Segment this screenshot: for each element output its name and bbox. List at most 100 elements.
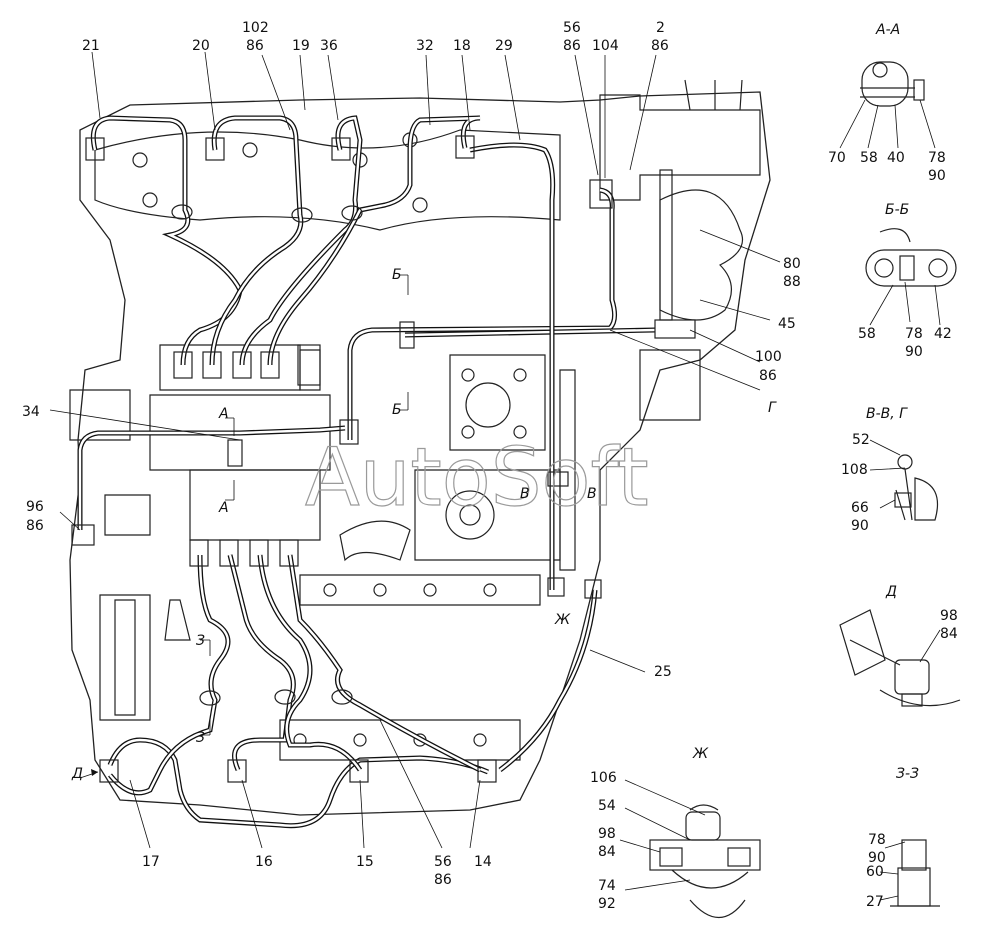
detail-section-vv-g xyxy=(869,439,939,521)
detail-view-zh xyxy=(619,779,761,918)
callout-zh-106: 106 xyxy=(590,770,617,786)
callout-bb-58: 58 xyxy=(858,326,876,342)
pipe-18-core xyxy=(348,188,616,440)
section-mark-b-bottom: Б xyxy=(392,402,402,418)
callout-aa-78: 78 xyxy=(928,150,946,166)
pipe-34-core xyxy=(78,426,346,530)
callout-16: 16 xyxy=(255,854,273,870)
callout-21: 21 xyxy=(82,38,100,54)
callout-zh-84: 84 xyxy=(598,844,616,860)
callout-29: 29 xyxy=(495,38,513,54)
leader-lines xyxy=(49,51,781,849)
callout-14: 14 xyxy=(474,854,492,870)
callout-zh-92: 92 xyxy=(598,896,616,912)
pipe-20 xyxy=(209,115,304,366)
section-labels: А-А Б-Б В-В, Г Д Ж З-З Б Б А А В В Г Ж З… xyxy=(71,22,919,782)
pipe-15-core xyxy=(258,554,361,771)
callout-aa-70: 70 xyxy=(828,150,846,166)
pipe-56-core xyxy=(288,554,481,772)
callout-102: 102 xyxy=(242,20,269,36)
callout-bb-78: 78 xyxy=(905,326,923,342)
section-markers xyxy=(79,274,409,779)
watermark: AutoSoft xyxy=(305,431,649,524)
callout-aa-90: 90 xyxy=(928,168,946,184)
pipe-32-core xyxy=(268,116,481,366)
section-mark-z-top: З xyxy=(196,633,205,649)
callout-80: 80 xyxy=(783,256,801,272)
callout-z-27: 27 xyxy=(866,894,884,910)
callout-z-78: 78 xyxy=(868,832,886,848)
callout-z-90: 90 xyxy=(868,850,886,866)
pipe-17-core xyxy=(109,554,230,795)
callout-bb-42: 42 xyxy=(934,326,952,342)
section-mark-a-bottom: А xyxy=(218,500,229,516)
callout-vv-108: 108 xyxy=(841,462,868,478)
callout-2: 2 xyxy=(656,20,665,36)
section-title-d: Д xyxy=(885,584,897,600)
callout-100: 100 xyxy=(755,349,782,365)
detail-section-aa xyxy=(839,61,936,149)
pipe-14-core xyxy=(108,738,489,827)
detail-view-d xyxy=(839,609,961,707)
pipe-21-core xyxy=(92,116,242,366)
callout-aa-58: 58 xyxy=(860,150,878,166)
callout-88: 88 xyxy=(783,274,801,290)
pipe-36-core xyxy=(240,116,362,366)
callout-32: 32 xyxy=(416,38,434,54)
callout-86-f: 86 xyxy=(434,872,452,888)
callout-d-98: 98 xyxy=(940,608,958,624)
callout-aa-40: 40 xyxy=(887,150,905,166)
callout-96: 96 xyxy=(26,499,44,515)
section-title-aa: А-А xyxy=(875,22,900,38)
callout-45: 45 xyxy=(778,316,796,332)
section-mark-a-top: А xyxy=(218,406,229,422)
callout-86-e: 86 xyxy=(26,518,44,534)
fuel-pipes xyxy=(77,115,656,829)
callout-36: 36 xyxy=(320,38,338,54)
callout-86-c: 86 xyxy=(651,38,669,54)
callout-20: 20 xyxy=(192,38,210,54)
section-mark-g: Г xyxy=(768,400,777,416)
section-mark-v-right: В xyxy=(587,486,597,502)
callout-17: 17 xyxy=(142,854,160,870)
callout-86-a: 86 xyxy=(246,38,264,54)
section-title-zh: Ж xyxy=(692,746,709,762)
callout-zh-54: 54 xyxy=(598,798,616,814)
callout-19: 19 xyxy=(292,38,310,54)
callout-d-84: 84 xyxy=(940,626,958,642)
section-title-vv-g: В-В, Г xyxy=(866,406,908,422)
callout-vv-90: 90 xyxy=(851,518,869,534)
callout-vv-66: 66 xyxy=(851,500,869,516)
callout-56-b: 56 xyxy=(434,854,452,870)
callout-86-b: 86 xyxy=(563,38,581,54)
callout-bb-90: 90 xyxy=(905,344,923,360)
pipe-20-core xyxy=(210,116,302,366)
callout-86-d: 86 xyxy=(759,368,777,384)
callout-56-a: 56 xyxy=(563,20,581,36)
callout-104: 104 xyxy=(592,38,619,54)
section-mark-b-top: Б xyxy=(392,267,402,283)
detail-section-bb xyxy=(865,228,957,326)
section-mark-v-left: В xyxy=(520,486,530,502)
section-mark-d: Д xyxy=(71,766,83,782)
pipe-return-main-core xyxy=(404,328,656,337)
detail-section-z xyxy=(879,839,940,907)
section-mark-zh: Ж xyxy=(554,612,571,628)
section-title-z: З-З xyxy=(896,766,919,782)
callout-18: 18 xyxy=(453,38,471,54)
pipe-14 xyxy=(107,737,489,829)
pipe-25 xyxy=(498,589,598,772)
callout-z-60: 60 xyxy=(866,864,884,880)
section-mark-z-bottom: З xyxy=(196,730,205,746)
callout-25: 25 xyxy=(654,664,672,680)
callout-zh-98: 98 xyxy=(598,826,616,842)
section-title-bb: Б-Б xyxy=(885,202,909,218)
fittings xyxy=(71,135,696,783)
pipe-29-core xyxy=(469,143,554,590)
callout-labels: 21 20 102 86 19 36 32 18 29 56 86 104 2 … xyxy=(22,20,958,912)
callout-zh-74: 74 xyxy=(598,878,616,894)
callout-34: 34 xyxy=(22,404,40,420)
callout-vv-52: 52 xyxy=(852,432,870,448)
pipe-25-core xyxy=(499,589,597,771)
